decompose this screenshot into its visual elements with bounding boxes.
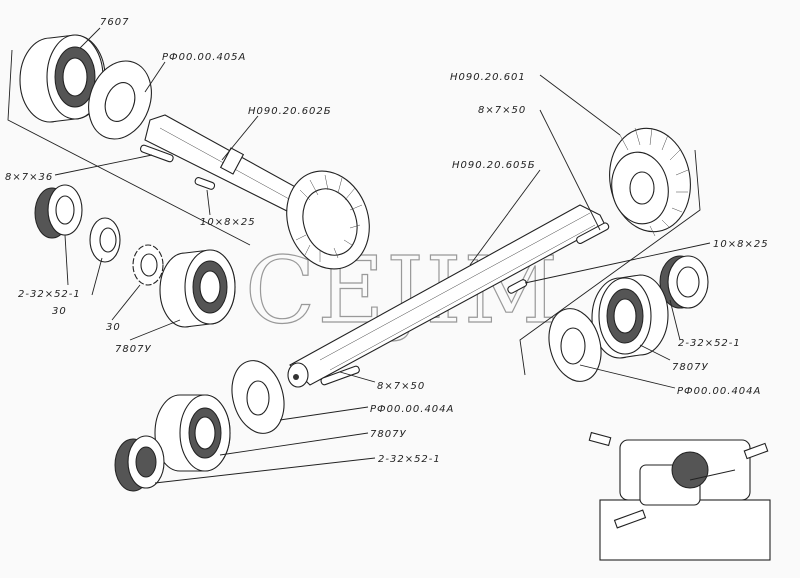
label-washer-404a-right: РФ00.00.404А [677,386,761,397]
label-bearing-left: 7807У [115,344,152,355]
label-key-10x8x25-upper: 10×8×25 [200,217,256,228]
key-8x7x50-bottom [320,365,360,386]
nut-30 [89,217,121,263]
washer-404a-right [548,308,602,382]
label-lockwasher-30: 30 [106,322,121,333]
label-bearing-right: 7807У [672,362,709,373]
shaft-605b [287,204,610,388]
label-washer-405a: РФ00.00.405А [162,52,246,63]
label-7607: 7607 [100,17,129,28]
key-10x8x25-right [507,279,528,294]
bevel-gear-601 [609,127,691,237]
bearing-7807u-right [591,274,669,359]
label-seal-left: 2-32×52-1 [18,289,81,300]
lock-washer-30 [132,244,164,286]
label-seal-right: 2-32×52-1 [678,338,741,349]
bearing-7807u-bottom [154,394,231,472]
label-key-10x8x25-right: 10×8×25 [713,239,769,250]
label-shaft-605b: Н090.20.605Б [452,160,536,171]
label-bearing-bottom: 7807У [370,429,407,440]
assembled-gearbox [588,431,771,561]
label-seal-bottom: 2-32×52-1 [378,454,441,465]
bevel-gear-upper [286,170,370,270]
label-nut-30: 30 [52,306,67,317]
shaft-602b [144,114,311,216]
label-gear-601: Н090.20.601 [450,72,526,83]
label-key-8x7x50-top: 8×7×50 [478,105,526,116]
seal-left [34,184,83,239]
seal-right [659,255,709,309]
bearing-7807u-left [159,249,236,328]
seal-bottom [114,435,165,492]
assembly-bracket-left [7,49,251,246]
bearing-7607 [19,34,106,123]
label-key-8x7x36: 8×7×36 [5,172,53,183]
label-shaft-602b: Н090.20.602Б [248,106,332,117]
key-10x8x25-upper [194,177,216,190]
key-8x7x36 [139,144,174,163]
washer-404a-bottom [231,360,285,434]
label-key-8x7x50-bottom: 8×7×50 [377,381,425,392]
leader-lines [54,27,711,484]
washer-405a [88,60,152,140]
assembly-bracket-right [519,149,701,376]
label-washer-404a-bottom: РФ00.00.404А [370,404,454,415]
